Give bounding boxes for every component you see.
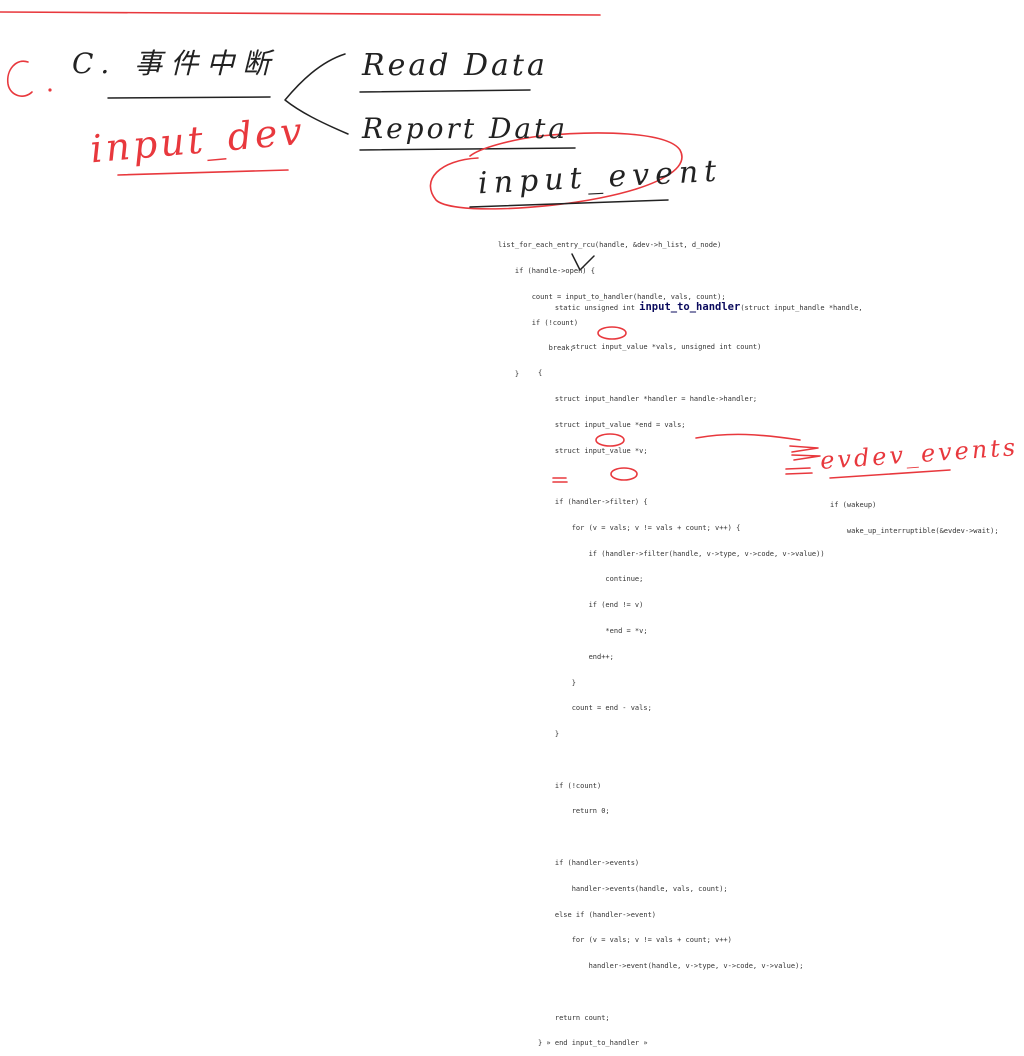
- han-heading-text: C. 事件中断: [72, 47, 279, 80]
- code-line: [538, 988, 863, 997]
- code-line: *end = *v;: [538, 626, 648, 635]
- code-line: struct input_value *v;: [538, 446, 648, 455]
- code-line: [538, 833, 863, 842]
- code-line: }: [538, 678, 576, 687]
- code-line: count = input_to_handler(handle, vals, c…: [498, 292, 726, 301]
- input-event-oval: [429, 132, 683, 210]
- read-data-label: Read Data: [362, 48, 548, 83]
- code-line: if (handler->filter) {: [538, 498, 648, 507]
- evdev-events-underline: [829, 469, 951, 479]
- input-event-underline: [469, 199, 669, 208]
- code-line: break;: [498, 344, 574, 353]
- code-line: {: [538, 369, 543, 378]
- top-rule: [0, 11, 601, 16]
- events-arrow-head-1: [789, 445, 819, 453]
- code-snippet-input-to-handler: static unsigned int input_to_handler(str…: [538, 272, 863, 1056]
- signature-suffix: (struct input_handle *handle,: [740, 304, 863, 313]
- code-line: if (end != v): [538, 601, 644, 610]
- code-line: if (!count): [538, 781, 602, 790]
- code-line: count = end - vals;: [538, 704, 652, 713]
- events-circle: [595, 433, 625, 447]
- code-line: if (handler->events): [538, 859, 640, 867]
- code-line: for (v = vals; v != vals + count; v++): [538, 936, 732, 945]
- annotation-ink-layer: [0, 11, 951, 483]
- code-line: [538, 756, 863, 765]
- code-line: }: [498, 370, 520, 379]
- code-line: if (handler->filter(handle, v->type, v->…: [538, 549, 825, 558]
- code-line: return 0;: [538, 807, 610, 816]
- code-line: } » end input_to_handler »: [538, 1039, 648, 1048]
- code-line: wake_up_interruptible(&evdev->wait);: [830, 526, 999, 535]
- code-line: handler->event(handle, v->type, v->code,…: [538, 962, 804, 971]
- code-line: for (v = vals; v != vals + count; v++) {: [538, 523, 741, 532]
- code-line: }: [538, 730, 560, 739]
- branch-brace: [284, 53, 349, 135]
- code-line: if (handle->open) {: [498, 266, 595, 275]
- code-line: if (!count): [498, 318, 579, 327]
- code-line: struct input_value *end = vals;: [538, 420, 686, 429]
- report-data-label: Report Data: [362, 112, 568, 145]
- handler-double-underline: [552, 477, 568, 483]
- events-arrow-head-2: [791, 454, 821, 461]
- code-line: if (wakeup): [830, 501, 877, 510]
- code-line: struct input_handler *handler = handle->…: [538, 394, 758, 403]
- event-arrow: [785, 467, 811, 470]
- code-line: return count;: [538, 1013, 610, 1022]
- code-line: list_for_each_entry_rcu(handle, &dev->h_…: [498, 241, 722, 250]
- signature-prefix: static unsigned int: [554, 304, 640, 313]
- event-arrow-head: [785, 472, 813, 475]
- c-letter: [6, 60, 33, 97]
- filter-circle: [597, 326, 627, 340]
- code-snippet-wakeup: if (wakeup) wake_up_interruptible(&evdev…: [830, 484, 999, 544]
- report-data-text: Report Data: [362, 112, 569, 145]
- down-arrow: [571, 253, 595, 271]
- function-name: input_to_handler: [639, 301, 741, 314]
- function-signature: static unsigned int input_to_handler(str…: [538, 289, 863, 326]
- han-heading: C. 事件中断: [72, 42, 278, 82]
- code-line: else if (handler->event): [538, 910, 657, 919]
- c-dot: [48, 88, 52, 92]
- code-snippet-caller: list_for_each_entry_rcu(handle, &dev->h_…: [498, 224, 726, 387]
- code-line: end++;: [538, 652, 614, 661]
- signature-line-2: struct input_value *vals, unsigned int c…: [538, 343, 762, 352]
- code-line: handler->events(handle, vals, count);: [538, 884, 728, 893]
- han-underline: [107, 96, 271, 99]
- events-call-circle: [610, 467, 638, 481]
- read-data-underline: [359, 89, 531, 93]
- code-line: continue;: [538, 575, 644, 584]
- events-arrow: [695, 433, 801, 441]
- report-data-underline: [359, 147, 576, 151]
- read-data-text: Read Data: [362, 48, 548, 83]
- code-line: [538, 472, 863, 481]
- input-dev-underline: [117, 169, 289, 176]
